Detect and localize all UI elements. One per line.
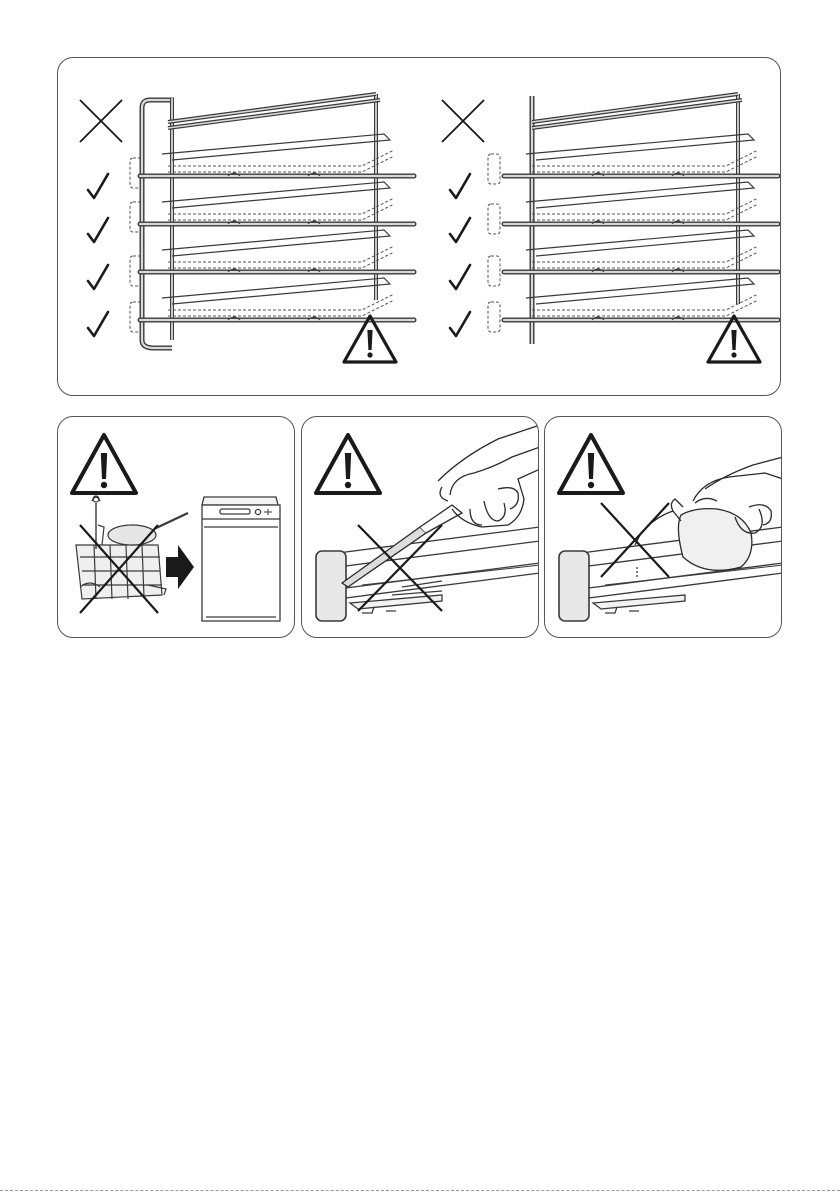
x-mark-icon <box>601 503 669 577</box>
rack-level <box>140 230 414 272</box>
no-sharp-tools-illustration <box>302 417 539 638</box>
arrow-right-icon <box>166 545 194 589</box>
warning-triangle-icon <box>559 435 623 493</box>
shelf-positions-panel <box>57 57 781 396</box>
warning-triangle-icon <box>344 316 396 362</box>
warning-triangle-icon <box>708 316 760 362</box>
rack-level <box>140 134 414 176</box>
check-mark-icon <box>88 312 108 336</box>
hand-oil-bottle-icon <box>635 457 782 570</box>
warning-triangle-icon <box>72 435 136 493</box>
dashed-slot-markers <box>488 154 500 332</box>
check-mark-icon <box>88 174 108 198</box>
rack-level <box>140 182 414 224</box>
dishwasher-icon <box>202 497 280 621</box>
warning-triangle-icon <box>316 435 380 493</box>
shelf-positions-illustration <box>58 58 781 396</box>
x-mark-icon <box>442 100 484 142</box>
check-mark-icon <box>450 265 470 289</box>
x-mark-icon <box>80 100 122 142</box>
rack-left-illustration <box>80 94 414 362</box>
top-runner <box>532 94 742 128</box>
check-mark-icon <box>88 265 108 289</box>
rack-right-illustration <box>442 94 778 362</box>
check-mark-icon <box>88 218 108 242</box>
no-dishwasher-illustration <box>58 417 295 638</box>
no-lubricant-illustration <box>545 417 782 638</box>
side-rail-frame <box>532 94 738 344</box>
page-crop-rule <box>0 1190 840 1191</box>
no-lubricant-panel <box>544 416 782 638</box>
check-mark-icon <box>450 218 470 242</box>
no-sharp-tools-panel <box>301 416 539 638</box>
hand-knife-icon <box>342 425 539 587</box>
check-mark-icon <box>450 312 470 336</box>
rack-level <box>140 278 414 320</box>
check-mark-icon <box>450 174 470 198</box>
no-dishwasher-panel <box>57 416 295 638</box>
top-runner <box>168 94 380 128</box>
